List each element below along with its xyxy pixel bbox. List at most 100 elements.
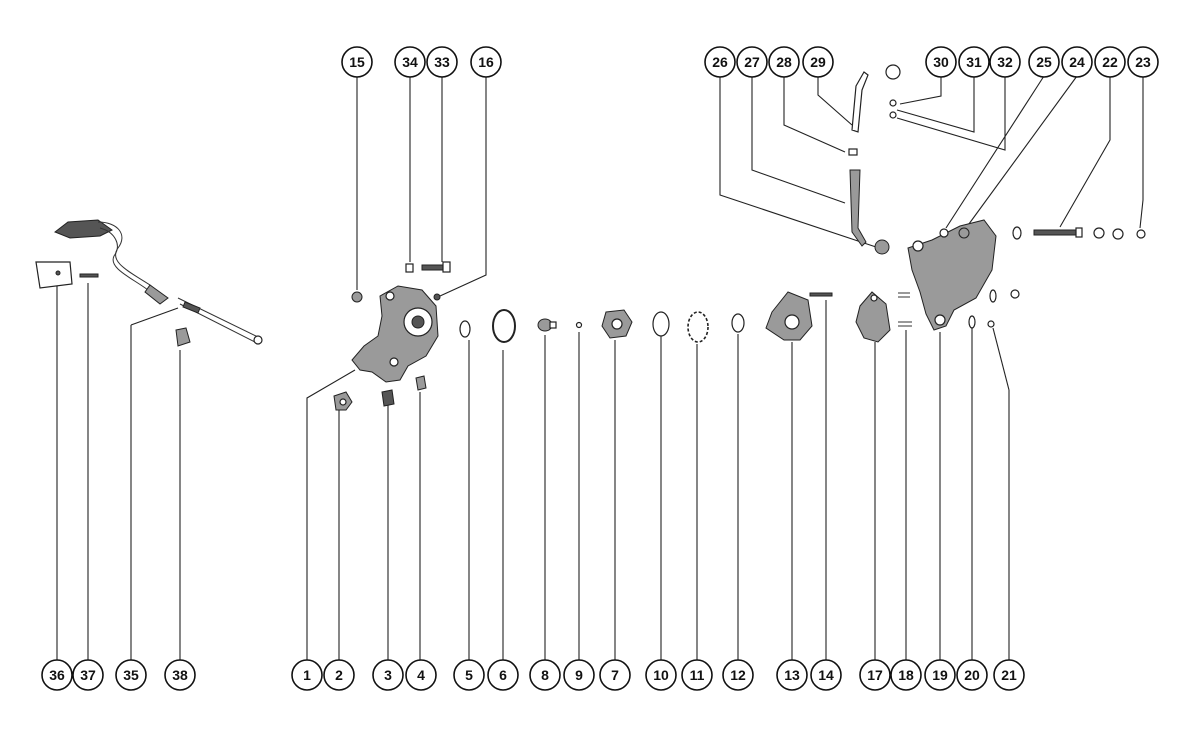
plug-4 (415, 375, 427, 391)
callout-label: 5 (465, 667, 473, 683)
cover-13 (765, 291, 813, 341)
callout-circle (859, 659, 891, 691)
leader-21b (992, 327, 1010, 391)
ball-26 (874, 239, 890, 255)
leader-22 (1059, 76, 1111, 228)
callout-label: 14 (818, 667, 834, 683)
callout-circle (956, 659, 988, 691)
callout-label: 9 (575, 667, 583, 683)
callout-circle (776, 659, 808, 691)
bracket-19 (907, 219, 997, 331)
washer-32 (889, 111, 897, 119)
callout-20: 20 (956, 659, 988, 691)
callout-label: 17 (867, 667, 883, 683)
washer-22a (1012, 226, 1022, 240)
cap-2 (333, 391, 353, 411)
callout-label: 16 (478, 54, 494, 70)
callout-13: 13 (776, 659, 808, 691)
callout-circle (164, 659, 196, 691)
callout-25: 25 (1028, 46, 1060, 78)
callout-circle (563, 659, 595, 691)
callout-10: 10 (645, 659, 677, 691)
washer-31 (889, 99, 897, 107)
callout-15: 15 (341, 46, 373, 78)
callout-label: 38 (172, 667, 188, 683)
knob-30 (885, 64, 901, 80)
callout-circle (487, 659, 519, 691)
callout-circle (372, 659, 404, 691)
leader-29 (817, 76, 853, 126)
callout-label: 31 (966, 54, 982, 70)
callout-circle (681, 659, 713, 691)
callout-38: 38 (164, 659, 196, 691)
callout-7: 7 (599, 659, 631, 691)
callout-circle (426, 46, 458, 78)
callout-label: 35 (123, 667, 139, 683)
ring-10 (652, 311, 670, 337)
callout-label: 3 (384, 667, 392, 683)
callout-circle (453, 659, 485, 691)
callout-circle (810, 659, 842, 691)
washer-20b (989, 289, 997, 303)
callout-2: 2 (323, 659, 355, 691)
callout-4: 4 (405, 659, 437, 691)
callout-circle (405, 659, 437, 691)
leader-35b (130, 307, 179, 326)
callout-5: 5 (453, 659, 485, 691)
callout-28: 28 (768, 46, 800, 78)
callout-circle (291, 659, 323, 691)
callout-circle (645, 659, 677, 691)
callout-label: 32 (997, 54, 1013, 70)
callout-circle (41, 659, 73, 691)
valve-8 (537, 318, 557, 332)
callout-circle (704, 46, 736, 78)
ball-16 (433, 293, 441, 301)
callout-label: 18 (898, 667, 914, 683)
callout-label: 7 (611, 667, 619, 683)
callout-6: 6 (487, 659, 519, 691)
fitting-38 (175, 327, 191, 347)
callout-1: 1 (291, 659, 323, 691)
impeller-7 (601, 309, 633, 339)
spring-27 (849, 169, 867, 247)
leader-lines (56, 75, 1144, 660)
rod-29 (851, 71, 869, 133)
screw-37 (79, 273, 99, 278)
callout-17: 17 (859, 659, 891, 691)
callout-circle (722, 659, 754, 691)
callout-circle (993, 659, 1025, 691)
callout-label: 2 (335, 667, 343, 683)
washer-25 (939, 228, 949, 238)
leader-25 (945, 75, 1045, 229)
nut-21 (1010, 289, 1020, 299)
callout-circle (599, 659, 631, 691)
callout-label: 22 (1102, 54, 1118, 70)
callout-27: 27 (736, 46, 768, 78)
callout-circle (1127, 46, 1159, 78)
callout-circle (1094, 46, 1126, 78)
callout-label: 28 (776, 54, 792, 70)
leader-30 (899, 76, 942, 105)
pin-14 (809, 292, 833, 297)
ring-12 (731, 313, 745, 333)
nut-22b (1093, 227, 1105, 239)
screw-34 (405, 263, 414, 273)
callout-3: 3 (372, 659, 404, 691)
callout-label: 21 (1001, 667, 1017, 683)
callout-label: 36 (49, 667, 65, 683)
bolt-22 (1033, 227, 1083, 238)
springs-18 (898, 292, 912, 327)
cable-assembly (53, 219, 263, 345)
nut-21b (987, 320, 995, 328)
callout-label: 34 (402, 54, 418, 70)
plate-36 (35, 261, 73, 289)
leader-26 (719, 76, 877, 248)
callout-circle (924, 659, 956, 691)
nut-24 (958, 227, 970, 239)
callout-label: 4 (417, 667, 425, 683)
washer-20 (968, 315, 976, 329)
callout-32: 32 (989, 46, 1021, 78)
callout-29: 29 (802, 46, 834, 78)
callout-circle (802, 46, 834, 78)
ring-6 (492, 309, 516, 343)
